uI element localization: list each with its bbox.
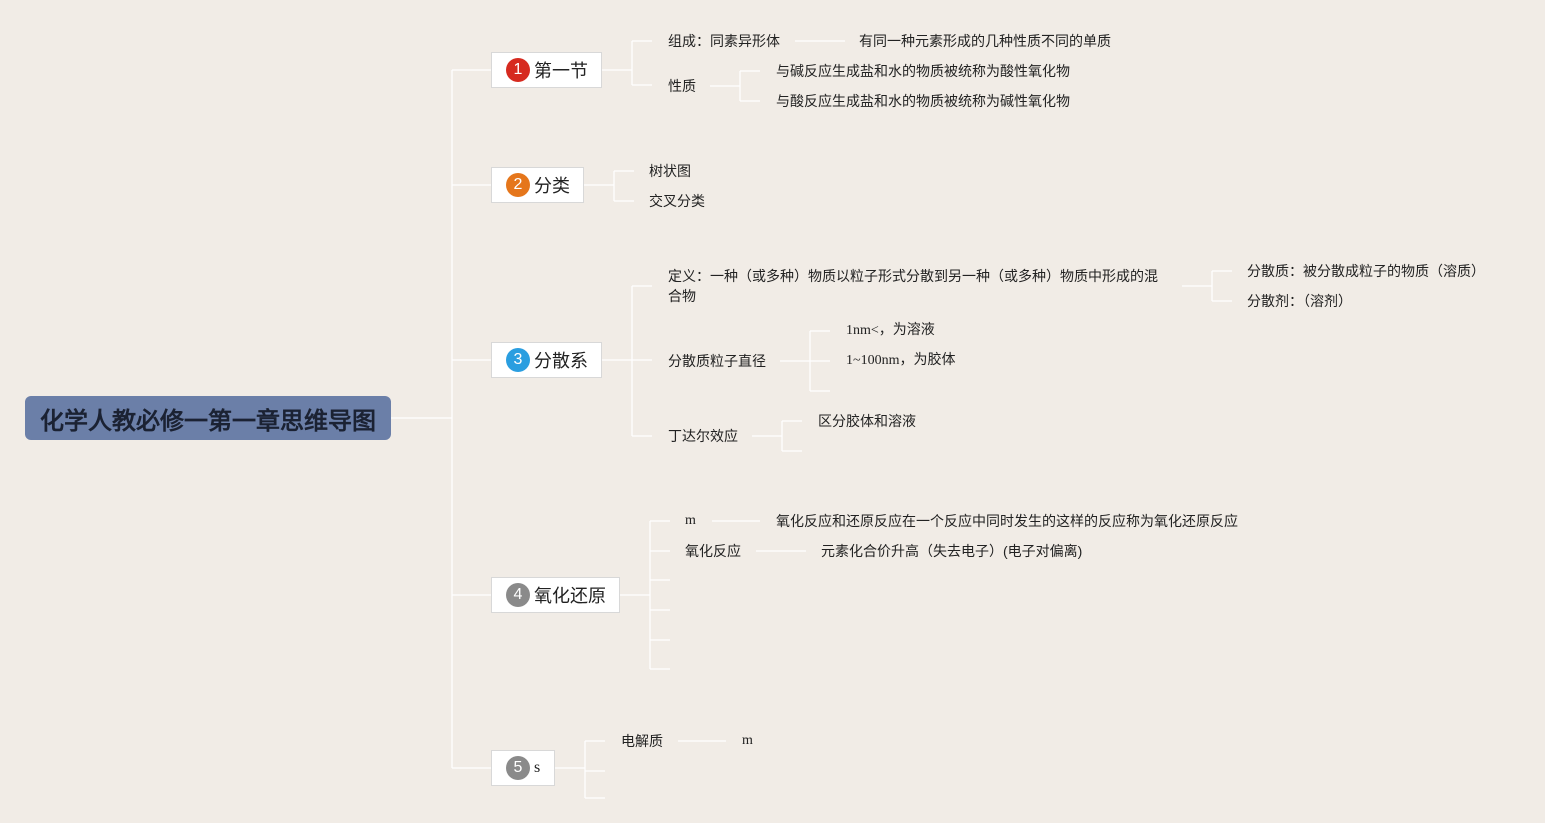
subtopic-cross-classification[interactable]: 交叉分类	[649, 193, 705, 209]
branch-label: 分类	[534, 176, 570, 196]
branch-label: 第一节	[534, 61, 588, 81]
subtopic-electrolyte[interactable]: 电解质	[621, 733, 663, 749]
leaf-dispersed-phase[interactable]: 分散质：被分散成粒子的物质（溶质）	[1247, 263, 1485, 279]
note-oxidation-definition[interactable]: 元素化合价升高（失去电子）(电子对偏离)	[821, 543, 1083, 559]
branch-topic-1[interactable]: 1 第一节	[491, 52, 602, 88]
branch-label: s	[534, 759, 541, 776]
leaf-acidic-oxide[interactable]: 与碱反应生成盐和水的物质被统称为酸性氧化物	[776, 63, 1070, 79]
branch-topic-2[interactable]: 2 分类	[491, 167, 584, 203]
root-topic[interactable]: 化学人教必修一第一章思维导图	[25, 396, 391, 440]
number-badge-icon: 2	[506, 173, 530, 197]
subtopic-m[interactable]: m	[685, 513, 696, 528]
subtopic-tyndall-effect[interactable]: 丁达尔效应	[668, 428, 738, 444]
subtopic-oxidation[interactable]: 氧化反应	[685, 543, 741, 559]
leaf-basic-oxide[interactable]: 与酸反应生成盐和水的物质被统称为碱性氧化物	[776, 93, 1070, 109]
branch-topic-5[interactable]: 5 s	[491, 750, 555, 786]
subtopic-properties[interactable]: 性质	[668, 78, 696, 94]
number-badge-icon: 1	[506, 58, 530, 82]
number-badge-icon: 3	[506, 348, 530, 372]
number-badge-icon: 4	[506, 583, 530, 607]
branch-label: 分散系	[534, 351, 588, 371]
subtopic-composition[interactable]: 组成：同素异形体	[668, 33, 780, 49]
leaf-dispersion-medium[interactable]: 分散剂：（溶剂）	[1247, 293, 1352, 309]
note-allotrope-definition[interactable]: 有同一种元素形成的几种性质不同的单质	[859, 33, 1111, 49]
leaf-solution-size[interactable]: 1nm<，为溶液	[846, 323, 935, 338]
note-m[interactable]: m	[742, 733, 753, 748]
leaf-distinguish-colloid[interactable]: 区分胶体和溶液	[818, 413, 916, 429]
branch-topic-4[interactable]: 4 氧化还原	[491, 577, 620, 613]
branch-label: 氧化还原	[534, 586, 606, 606]
leaf-colloid-size[interactable]: 1~100nm，为胶体	[846, 353, 956, 368]
subtopic-particle-diameter[interactable]: 分散质粒子直径	[668, 353, 766, 369]
connector-group	[391, 40, 1232, 799]
note-redox-definition[interactable]: 氧化反应和还原反应在一个反应中同时发生的这样的反应称为氧化还原反应	[776, 513, 1238, 529]
subtopic-tree-diagram[interactable]: 树状图	[649, 163, 691, 179]
subtopic-definition[interactable]: 定义：一种（或多种）物质以粒子形式分散到另一种（或多种）物质中形成的混合物	[668, 268, 1158, 304]
number-badge-icon: 5	[506, 756, 530, 780]
branch-topic-3[interactable]: 3 分散系	[491, 342, 602, 378]
